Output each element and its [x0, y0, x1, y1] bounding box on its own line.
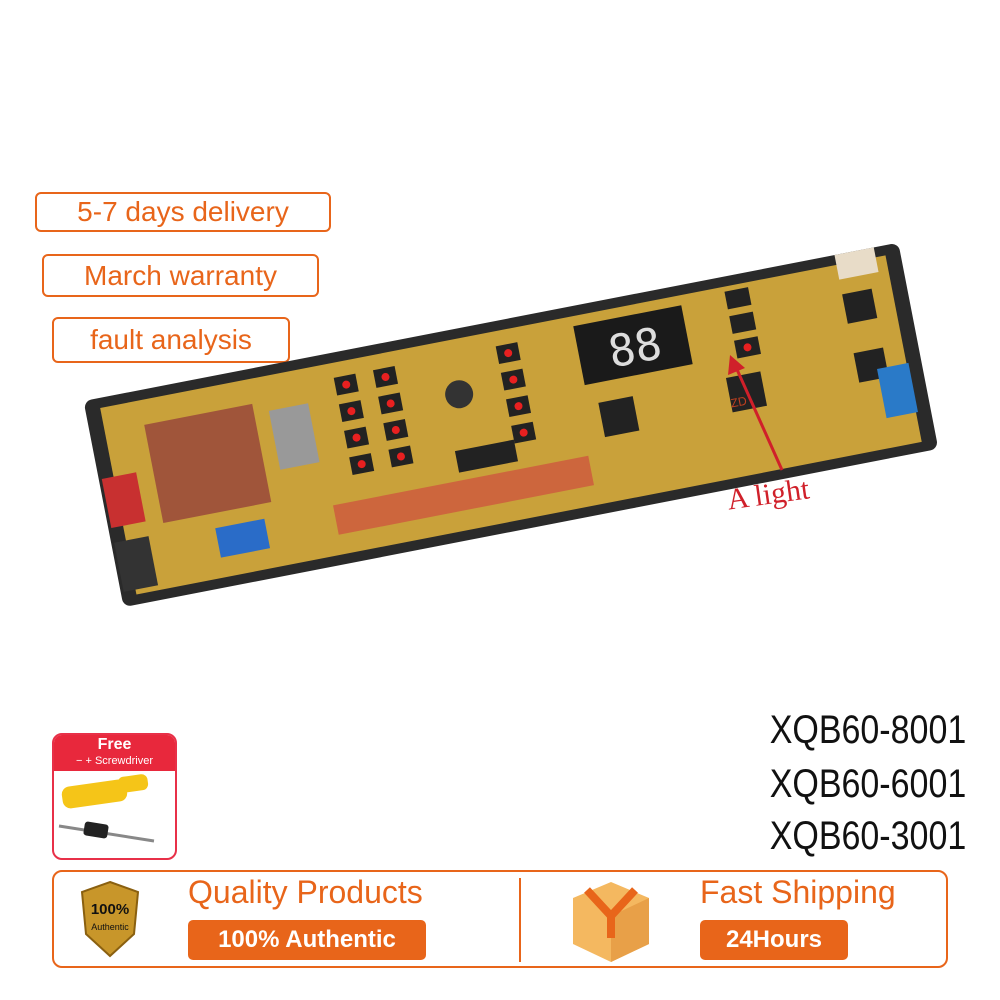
svg-text:Authentic: Authentic	[91, 922, 129, 932]
model-number: XQB60-6001	[769, 762, 966, 806]
model-number: XQB60-3001	[769, 814, 966, 858]
gift-title: Free	[97, 736, 132, 753]
authentic-badge-icon: 100% Authentic	[80, 880, 140, 958]
board-pcb	[100, 255, 922, 595]
quality-title: Quality Products	[188, 874, 423, 910]
model-number: XQB60-8001	[769, 708, 966, 752]
display-digits: 88	[604, 318, 666, 378]
tag-delivery: 5-7 days delivery	[35, 192, 331, 232]
blue-connector	[215, 518, 271, 558]
tag-warranty: March warranty	[42, 254, 319, 297]
free-screwdriver-card: Free − + Screwdriver	[52, 733, 177, 860]
divider	[519, 878, 521, 962]
tag-fault-analysis: fault analysis	[52, 317, 290, 363]
authentic-pill: 100% Authentic	[188, 920, 426, 960]
relay	[268, 403, 320, 470]
tag-label: 5-7 days delivery	[77, 196, 289, 227]
indicator-led	[743, 343, 752, 352]
svg-text:100%: 100%	[91, 901, 129, 918]
arrow-head-icon	[728, 355, 745, 375]
silkscreen-text: ZD	[730, 394, 749, 411]
seven-segment-display	[573, 305, 693, 386]
pcb-board-image: 88 ZD	[84, 244, 937, 606]
feature-banner: 100% Authentic Quality Products 100% Aut…	[52, 870, 948, 968]
transformer	[144, 403, 272, 524]
tag-label: March warranty	[84, 259, 277, 291]
gift-subtitle: − + Screwdriver	[75, 755, 154, 767]
screwdriver-icon	[58, 774, 155, 843]
tag-label: fault analysis	[90, 324, 252, 355]
arrow-line	[733, 364, 784, 471]
shipping-title: Fast Shipping	[700, 874, 896, 910]
24hours-pill: 24Hours	[700, 920, 848, 960]
blurred-area	[333, 455, 594, 535]
package-box-icon	[573, 882, 649, 962]
